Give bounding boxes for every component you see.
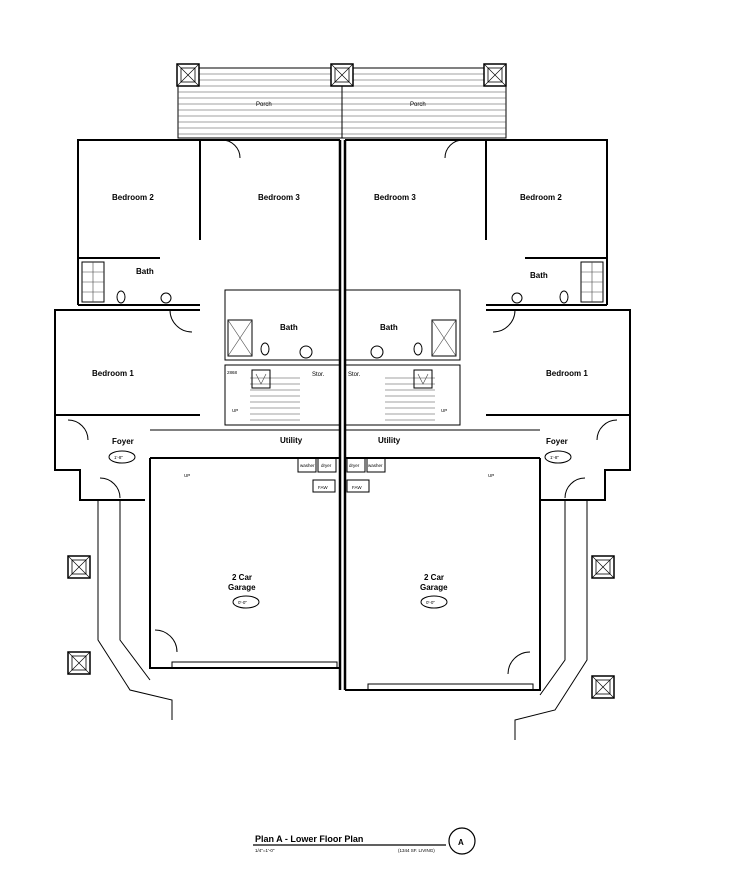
small-tags: 2868 UP UP UP UP washer dryer dryer wash…: [184, 370, 494, 490]
up-arrow-label: UP: [184, 473, 190, 478]
bath-upper-left-label: Bath: [136, 267, 154, 276]
bedroom2-left-label: Bedroom 2: [112, 193, 154, 202]
up-arrow-label: UP: [232, 408, 238, 413]
plan-scale: 1/4"=1'-0": [255, 848, 275, 853]
door-size-tag: 2868: [227, 370, 238, 375]
foyer-left-label: Foyer: [112, 437, 134, 446]
plan-tag-letter: A: [458, 838, 464, 847]
bath-mid-right-label: Bath: [380, 323, 398, 332]
bedroom3-right-label: Bedroom 3: [374, 193, 416, 202]
title-block: Plan A - Lower Floor Plan 1/4"=1'-0" (13…: [253, 827, 476, 855]
fixtures: [67, 139, 618, 740]
washer-right-label: washer: [368, 463, 383, 468]
bedroom1-right-label: Bedroom 1: [546, 369, 588, 378]
stor-right-label: Stor.: [348, 372, 361, 378]
post-icon: [67, 651, 91, 675]
room-labels: Bedroom 2 Bedroom 3 Bedroom 3 Bedroom 2 …: [92, 193, 588, 592]
bedroom2-right-label: Bedroom 2: [520, 193, 562, 202]
garage-left-ceiling-tag: 0'-0": [238, 600, 247, 605]
porch-left-label: Porch: [256, 102, 272, 108]
post-icon: [591, 675, 615, 699]
bath-upper-right-label: Bath: [530, 271, 548, 280]
faw-right-label: FAW: [352, 485, 362, 490]
utility-left-label: Utility: [280, 436, 303, 445]
bedroom1-left-label: Bedroom 1: [92, 369, 134, 378]
faw-left-label: FAW: [318, 485, 328, 490]
garage-right-label-line2: Garage: [420, 583, 448, 592]
stor-left-label: Stor.: [312, 372, 325, 378]
plan-tag-circle: [448, 827, 476, 855]
bath-mid-left-label: Bath: [280, 323, 298, 332]
porch: Porch Porch: [176, 63, 507, 139]
garage-left-label-line2: Garage: [228, 583, 256, 592]
bedroom3-left-label: Bedroom 3: [258, 193, 300, 202]
ceiling-tags: 1'-8" 1'-8" 0'-0" 0'-0": [108, 450, 572, 609]
up-arrow-label: UP: [441, 408, 447, 413]
plan-title: Plan A - Lower Floor Plan: [255, 834, 363, 844]
washer-left-label: washer: [300, 463, 315, 468]
garage-right-ceiling-tag: 0'-0": [426, 600, 435, 605]
garage-left-label-line1: 2 Car: [232, 573, 252, 582]
post-icon: [591, 555, 615, 579]
post-icon: [330, 63, 354, 87]
porch-right-label: Porch: [410, 102, 426, 108]
garage-right-label-line1: 2 Car: [424, 573, 444, 582]
up-arrow-label: UP: [488, 473, 494, 478]
foyer-right-ceiling-tag: 1'-8": [550, 455, 559, 460]
utility-right-label: Utility: [378, 436, 401, 445]
post-icon: [176, 63, 200, 87]
walls: [54, 139, 631, 691]
dryer-right-label: dryer: [349, 463, 360, 468]
post-icon: [67, 555, 91, 579]
dryer-left-label: dryer: [321, 463, 332, 468]
post-icon: [483, 63, 507, 87]
plan-area: (1344 SF. LIVING): [398, 848, 435, 853]
foyer-right-label: Foyer: [546, 437, 568, 446]
foyer-left-ceiling-tag: 1'-8": [114, 455, 123, 460]
